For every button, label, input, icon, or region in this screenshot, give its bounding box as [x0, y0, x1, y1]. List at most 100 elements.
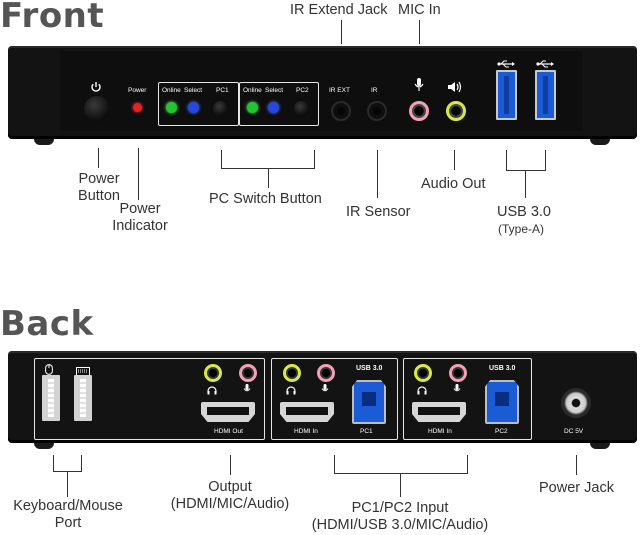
keyboard-icon	[76, 363, 90, 376]
usb30-callout: USB 3.0	[497, 204, 551, 220]
power-indicator-callout: Power Indicator	[110, 201, 170, 234]
ir-extend-jack-label: IR Extend Jack	[290, 2, 388, 18]
headphone-icon	[207, 382, 217, 395]
pc2-switch-button[interactable]	[294, 101, 309, 116]
leader-line	[81, 455, 82, 471]
mic-in-label: MIC In	[398, 2, 441, 18]
power-button[interactable]	[84, 96, 110, 122]
pc-switch-callout: PC Switch Button	[209, 191, 322, 207]
usb-b-port-pc2[interactable]	[485, 380, 519, 424]
microphone-icon	[414, 78, 424, 92]
callout-line: Power	[119, 201, 161, 217]
pc2-switch-group	[239, 82, 319, 126]
front-face	[60, 51, 582, 131]
usb30-type-callout: (Type-A)	[498, 222, 545, 236]
usb-b-port-pc1[interactable]	[352, 380, 386, 424]
ir-sensor	[367, 101, 387, 121]
usb30-label: USB 3.0	[489, 365, 516, 372]
output-callout: Output (HDMI/MIC/Audio)	[160, 479, 300, 512]
usb-tongue	[48, 379, 54, 417]
leader-line	[454, 150, 455, 170]
dc-power-jack[interactable]	[561, 388, 591, 418]
callout-line: Button	[78, 187, 120, 204]
hdmi-out-port[interactable]	[201, 402, 255, 422]
microphone-icon	[453, 381, 461, 392]
mic-in-jack[interactable]	[449, 364, 467, 382]
usb-a-port[interactable]	[535, 70, 556, 120]
leader-line	[314, 150, 315, 168]
leader-line	[98, 148, 99, 168]
leader-line	[506, 150, 507, 170]
leader-line	[576, 455, 577, 475]
device-foot	[34, 443, 54, 449]
hdmi-slot	[207, 407, 249, 415]
select-led	[188, 102, 199, 113]
online-led	[166, 102, 177, 113]
audio-out-callout: Audio Out	[421, 176, 486, 192]
leader-line	[53, 455, 54, 471]
mic-in-jack[interactable]	[317, 364, 335, 382]
usb-icon	[536, 56, 554, 68]
usb-icon	[497, 56, 515, 68]
usb-b-core	[362, 392, 376, 406]
dc5v-label: DC 5V	[564, 428, 584, 435]
keyboard-mouse-group	[34, 358, 265, 440]
power-icon	[90, 80, 102, 92]
pc1-input-group	[271, 358, 398, 440]
pc2-input-group	[403, 358, 532, 440]
hdmi-slot	[418, 407, 460, 415]
pc1-label: PC1	[216, 87, 229, 94]
callout-line: Indicator	[112, 217, 168, 234]
ir-sensor-callout: IR Sensor	[346, 204, 411, 220]
select-label: Select	[184, 87, 203, 94]
leader-line	[138, 148, 139, 200]
power-indicator-led	[133, 103, 142, 112]
hdmi-slot	[286, 407, 328, 415]
leader-line	[545, 150, 546, 170]
device-foot	[34, 139, 54, 145]
leader-line	[377, 150, 378, 198]
pc2-label: PC2	[296, 87, 309, 94]
ir-extend-jack[interactable]	[331, 101, 351, 121]
audio-out-jack[interactable]	[414, 364, 432, 382]
leader-line	[268, 168, 269, 188]
leader-line	[221, 150, 222, 168]
audio-out-jack[interactable]	[204, 364, 222, 382]
mic-in-jack[interactable]	[239, 364, 257, 382]
mic-in-jack[interactable]	[409, 101, 429, 121]
front-title: Front	[0, 0, 105, 36]
leader-line	[341, 20, 342, 44]
pc2-label: PC2	[495, 428, 508, 435]
keyboard-mouse-callout: Keyboard/Mouse Port	[8, 498, 128, 531]
ir-ext-label: IR EXT	[329, 87, 350, 94]
pc-input-callout: PC1/PC2 Input (HDMI/USB 3.0/MIC/Audio)	[300, 500, 500, 533]
kvm-front-panel	[8, 46, 637, 139]
hdmi-in-port[interactable]	[412, 402, 466, 422]
leader-line	[334, 473, 468, 474]
usb-tongue	[543, 76, 548, 114]
callout-line: PC1/PC2 Input	[351, 500, 449, 516]
usb-a-port-keyboard-mouse[interactable]	[74, 375, 92, 421]
online-led	[247, 102, 258, 113]
leader-line	[525, 170, 526, 198]
pc1-switch-group	[158, 82, 239, 126]
power-button-callout: Power Button	[74, 171, 124, 204]
microphone-icon	[243, 381, 251, 392]
callout-line: (HDMI/MIC/Audio)	[170, 495, 290, 512]
hdmi-out-label: HDMI Out	[214, 428, 243, 435]
usb-a-port-keyboard-mouse[interactable]	[42, 375, 60, 421]
usb-tongue	[80, 379, 86, 417]
audio-out-jack[interactable]	[283, 364, 301, 382]
callout-line: Keyboard/Mouse	[13, 498, 123, 514]
pc1-label: PC1	[360, 428, 373, 435]
hdmi-in-port[interactable]	[280, 402, 334, 422]
usb-a-port[interactable]	[496, 70, 517, 120]
usb-tongue	[504, 76, 509, 114]
device-foot	[590, 443, 610, 449]
callout-line: Port	[54, 514, 82, 531]
select-led	[268, 102, 279, 113]
pc1-switch-button[interactable]	[213, 101, 228, 116]
usb-b-core	[495, 392, 509, 406]
callout-line: Power	[78, 171, 120, 187]
audio-out-jack[interactable]	[446, 101, 466, 121]
